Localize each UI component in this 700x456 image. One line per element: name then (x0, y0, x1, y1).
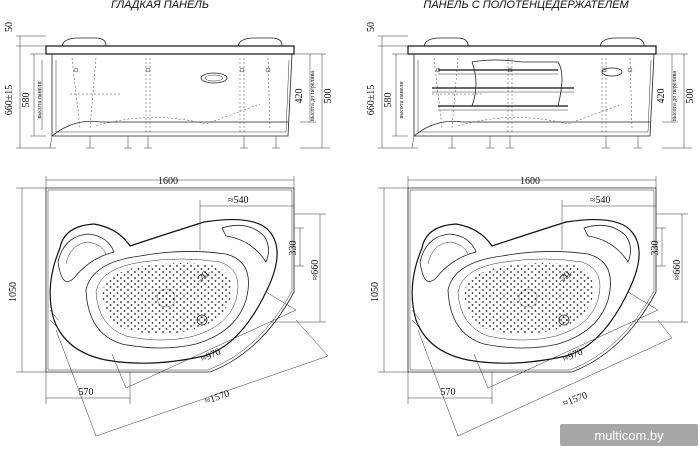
dim-570-right: 570 (441, 387, 456, 398)
dim-540: ≈540 (228, 195, 249, 206)
dim-50-right: 50 (366, 22, 377, 32)
dim-1600: 1600 (158, 176, 178, 187)
dim-420: 420 (294, 89, 305, 104)
label-rim-height: высота до перелива (310, 71, 316, 121)
dim-330: 330 (288, 241, 299, 256)
title-smooth-panel: ГЛАДКАЯ ПАНЕЛЬ (111, 0, 209, 11)
right-front-view: 50 660±15 580 высота панели 420 высота д… (366, 22, 696, 149)
dim-970-right: ≈970 (561, 347, 584, 365)
dim-970: ≈970 (199, 347, 222, 365)
dim-1050: 1050 (8, 282, 19, 302)
right-plan-view: 1600 1050 ≈540 330 ≈660 70 570 ≈970 ≈157… (370, 176, 688, 437)
dim-660: 660±15 (4, 85, 15, 116)
label-panel-height-right: высота панели (399, 81, 405, 119)
dim-580-right: 580 (383, 93, 394, 108)
left-plan-view: 1600 1050 ≈540 330 ≈660 70 570 ≈970 ≈157… (8, 176, 329, 437)
watermark-bg (560, 424, 698, 446)
dim-420-right: 420 (656, 89, 667, 104)
watermark: multicom.by (594, 428, 664, 443)
dim-570: 570 (79, 387, 94, 398)
control-panel-oval (200, 72, 228, 84)
left-front-view: 50 660±15 580 высота панели 420 высота д… (4, 22, 334, 149)
title-towel-holder-panel: ПАНЕЛЬ С ПОЛОТЕНЦЕДЕРЖАТЕЛЕМ (423, 0, 629, 11)
dim-330-right: 330 (650, 241, 661, 256)
label-panel-height: высота панели (37, 81, 43, 119)
dim-1570: ≈1570 (203, 388, 231, 407)
dim-500: 500 (323, 89, 334, 104)
dim-1600-right: 1600 (520, 176, 540, 187)
dim-660-right-plan: ≈660 (672, 260, 683, 281)
label-rim-height-right: высота до перелива (672, 71, 678, 121)
control-panel-oval-right (601, 67, 623, 77)
dim-540-right: ≈540 (590, 195, 611, 206)
dim-1570-right: ≈1570 (561, 390, 589, 409)
dim-500-right: 500 (685, 89, 696, 104)
dim-50: 50 (4, 22, 15, 32)
dim-1050-right: 1050 (370, 282, 381, 302)
dim-660: ≈660 (310, 260, 321, 281)
dim-660-right: 660±15 (366, 85, 377, 116)
dim-580: 580 (21, 93, 32, 108)
